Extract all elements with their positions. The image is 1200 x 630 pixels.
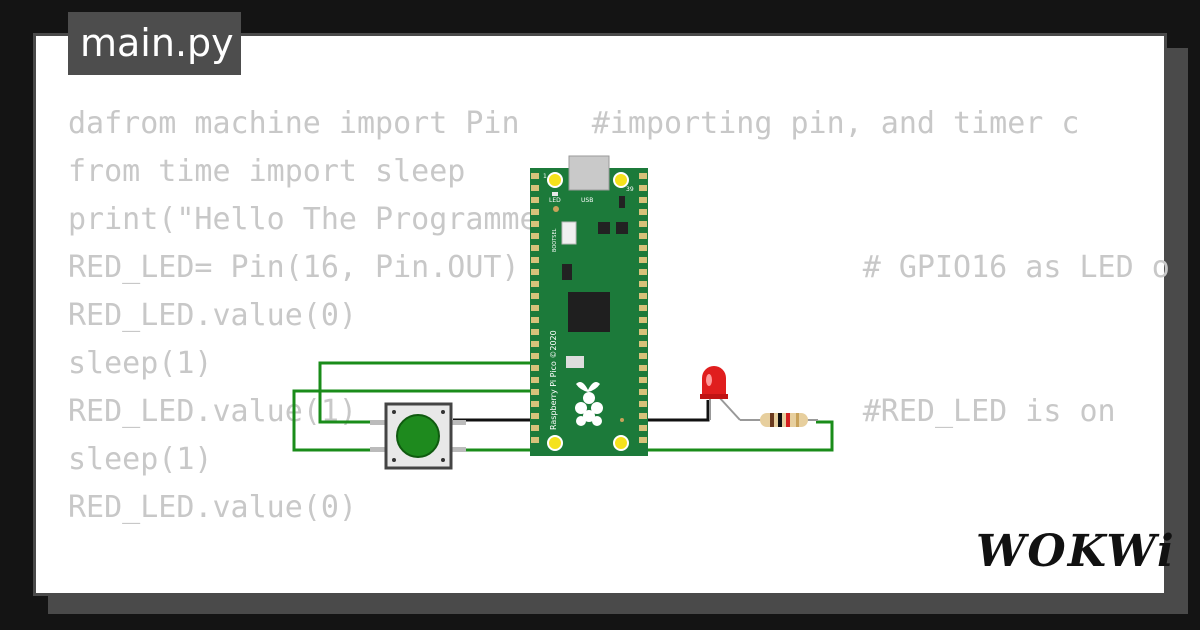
silk-pin39: 39 [626, 186, 634, 193]
silk-bootsel: BOOTSEL [552, 228, 558, 252]
smd-part-7 [620, 418, 624, 422]
led-highlight [706, 374, 712, 386]
resistor-band-2 [778, 413, 782, 427]
button-corner-bl [392, 458, 396, 462]
wire-green-mid[interactable] [292, 389, 540, 452]
silk-pin1: 1 [543, 173, 547, 180]
wire-black-led[interactable] [636, 400, 710, 422]
mount-hole-bl [547, 435, 563, 451]
resistor-band-3 [786, 413, 790, 427]
code-line-2: from time import sleep [68, 154, 466, 189]
resistor[interactable] [740, 413, 818, 427]
pico-pin-header-right [639, 173, 647, 443]
wires [292, 361, 834, 452]
rp2040-chip [568, 292, 610, 332]
code-line-9: RED_LED.value(0) [68, 490, 357, 525]
silk-board-name: Raspberry Pi Pico ©2020 [549, 330, 558, 430]
raspberry-logo-icon [575, 382, 603, 426]
button-corner-tl [392, 410, 396, 414]
button-lead-bl [370, 447, 386, 452]
silk-usb: USB [581, 197, 593, 204]
button-corner-br [441, 458, 445, 462]
code-line-1: dafrom machine import Pin #importing pin… [68, 106, 1080, 141]
button-lead-br [450, 447, 466, 452]
push-button[interactable] [370, 402, 466, 470]
smd-part-4 [616, 222, 628, 234]
smd-part-3 [598, 222, 610, 234]
onboard-led [552, 192, 558, 196]
code-line-6: sleep(1) [68, 346, 213, 381]
button-cap[interactable] [396, 414, 440, 458]
resistor-body [760, 413, 808, 427]
led-dome [702, 366, 726, 396]
pico-board[interactable]: 1 39 LED USB BOOTSEL Raspberry Pi Pico ©… [530, 155, 648, 456]
resistor-band-1 [770, 413, 774, 427]
smd-part-6 [566, 356, 584, 368]
mount-hole-br [613, 435, 629, 451]
bootsel-button[interactable] [561, 221, 577, 245]
smd-part-5 [562, 264, 572, 280]
silk-led: LED [549, 197, 561, 204]
code-line-5: RED_LED.value(0) [68, 298, 357, 333]
code-line-8: sleep(1) [68, 442, 213, 477]
pico-pin-header-left [531, 173, 539, 443]
code-preview: dafrom machine import Pin #importing pin… [68, 100, 1170, 532]
button-lead-tl [370, 420, 386, 425]
resistor-band-4 [796, 413, 799, 427]
wokwi-logo: WOKWi [976, 526, 1176, 577]
red-led[interactable] [700, 366, 741, 421]
mount-hole-tl [547, 172, 563, 188]
usb-connector [568, 155, 610, 191]
wire-green-resistor[interactable] [636, 420, 834, 452]
led-rim [700, 394, 728, 399]
led-lead-cathode [717, 395, 741, 421]
file-tab[interactable]: main.py [68, 12, 241, 75]
button-lead-tr [450, 420, 466, 425]
button-corner-tr [441, 410, 445, 414]
mount-hole-tr [613, 172, 629, 188]
smd-part-2 [553, 206, 559, 212]
code-line-7: RED_LED.value(1) #RED_LED is on [68, 394, 1116, 429]
smd-part-1 [619, 196, 625, 208]
